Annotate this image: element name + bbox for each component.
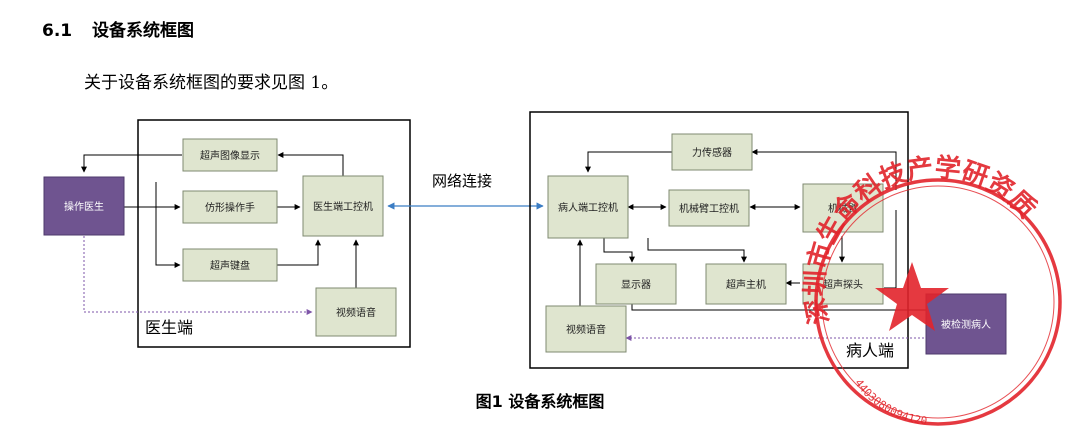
doctorpc-to-display-line bbox=[277, 152, 344, 176]
patientpc-to-host-line bbox=[647, 238, 747, 263]
svg-text:显示器: 显示器 bbox=[621, 279, 651, 291]
svg-text:医生端工控机: 医生端工控机 bbox=[313, 200, 373, 213]
svg-text:视频语音: 视频语音 bbox=[566, 323, 606, 336]
ultrasound-keyboard-block: 超声键盘 bbox=[182, 248, 278, 282]
svg-text:机械臂: 机械臂 bbox=[828, 202, 858, 215]
force-to-patientpc-line bbox=[585, 151, 672, 173]
svg-text:超声键盘: 超声键盘 bbox=[210, 259, 250, 272]
robot-arm-block: 机械臂 bbox=[802, 183, 884, 233]
section-number: 6.1 bbox=[42, 21, 73, 41]
force-sensor-block: 力传感器 bbox=[671, 133, 753, 171]
section-heading: 6.1 设备系统框图 bbox=[42, 16, 194, 41]
intro-paragraph: 关于设备系统框图的要求见图 1。 bbox=[84, 73, 339, 93]
figure-caption: 图1 设备系统框图 bbox=[475, 392, 605, 411]
svg-text:机械臂工控机: 机械臂工控机 bbox=[679, 202, 739, 215]
bionic-hand-block: 仿形操作手 bbox=[182, 190, 278, 224]
patient-block: 被检测病人 bbox=[925, 293, 1007, 355]
svg-text:力传感器: 力传感器 bbox=[692, 146, 732, 159]
patientpc-to-display-line bbox=[603, 238, 635, 263]
svg-text:超声图像显示: 超声图像显示 bbox=[200, 149, 260, 162]
arm-pc-block: 机械臂工控机 bbox=[668, 189, 750, 227]
doctor-side-label: 医生端 bbox=[145, 318, 193, 337]
operator-to-video-dotted-line bbox=[83, 236, 313, 315]
doctor-pc-block: 医生端工控机 bbox=[302, 175, 384, 237]
operator-block: 操作医生 bbox=[43, 176, 125, 236]
patient-pc-block: 病人端工控机 bbox=[547, 175, 629, 239]
display-to-operator-line bbox=[81, 154, 182, 173]
arm-to-probe-line bbox=[884, 210, 897, 289]
seal-star-icon bbox=[875, 262, 949, 331]
seal-ring bbox=[814, 178, 1062, 426]
svg-text:视频语音: 视频语音 bbox=[336, 306, 376, 319]
svg-text:被检测病人: 被检测病人 bbox=[941, 318, 991, 331]
network-label: 网络连接 bbox=[432, 172, 492, 190]
svg-text:超声主机: 超声主机 bbox=[726, 278, 766, 291]
section-title: 设备系统框图 bbox=[92, 21, 195, 41]
operator-to-keyboard-line bbox=[155, 207, 181, 268]
svg-text:仿形操作手: 仿形操作手 bbox=[205, 201, 255, 214]
ultrasound-display-block: 超声图像显示 bbox=[182, 138, 278, 172]
keyboard-to-doctorpc-line bbox=[277, 239, 321, 266]
ultrasound-host-block: 超声主机 bbox=[705, 263, 787, 305]
patient-side-frame bbox=[529, 111, 909, 369]
patient-side-label: 病人端 bbox=[846, 341, 894, 360]
doctor-video-voice-block: 视频语音 bbox=[315, 287, 397, 337]
svg-text:操作医生: 操作医生 bbox=[64, 200, 104, 213]
doctor-side-frame bbox=[137, 119, 411, 348]
svg-text:超声探头: 超声探头 bbox=[823, 278, 863, 291]
svg-text:病人端工控机: 病人端工控机 bbox=[558, 201, 618, 214]
display-to-patient-line bbox=[631, 304, 932, 311]
display-block: 显示器 bbox=[595, 263, 677, 305]
arm-to-force-line bbox=[751, 149, 897, 190]
patient-video-voice-block: 视频语音 bbox=[545, 305, 627, 353]
